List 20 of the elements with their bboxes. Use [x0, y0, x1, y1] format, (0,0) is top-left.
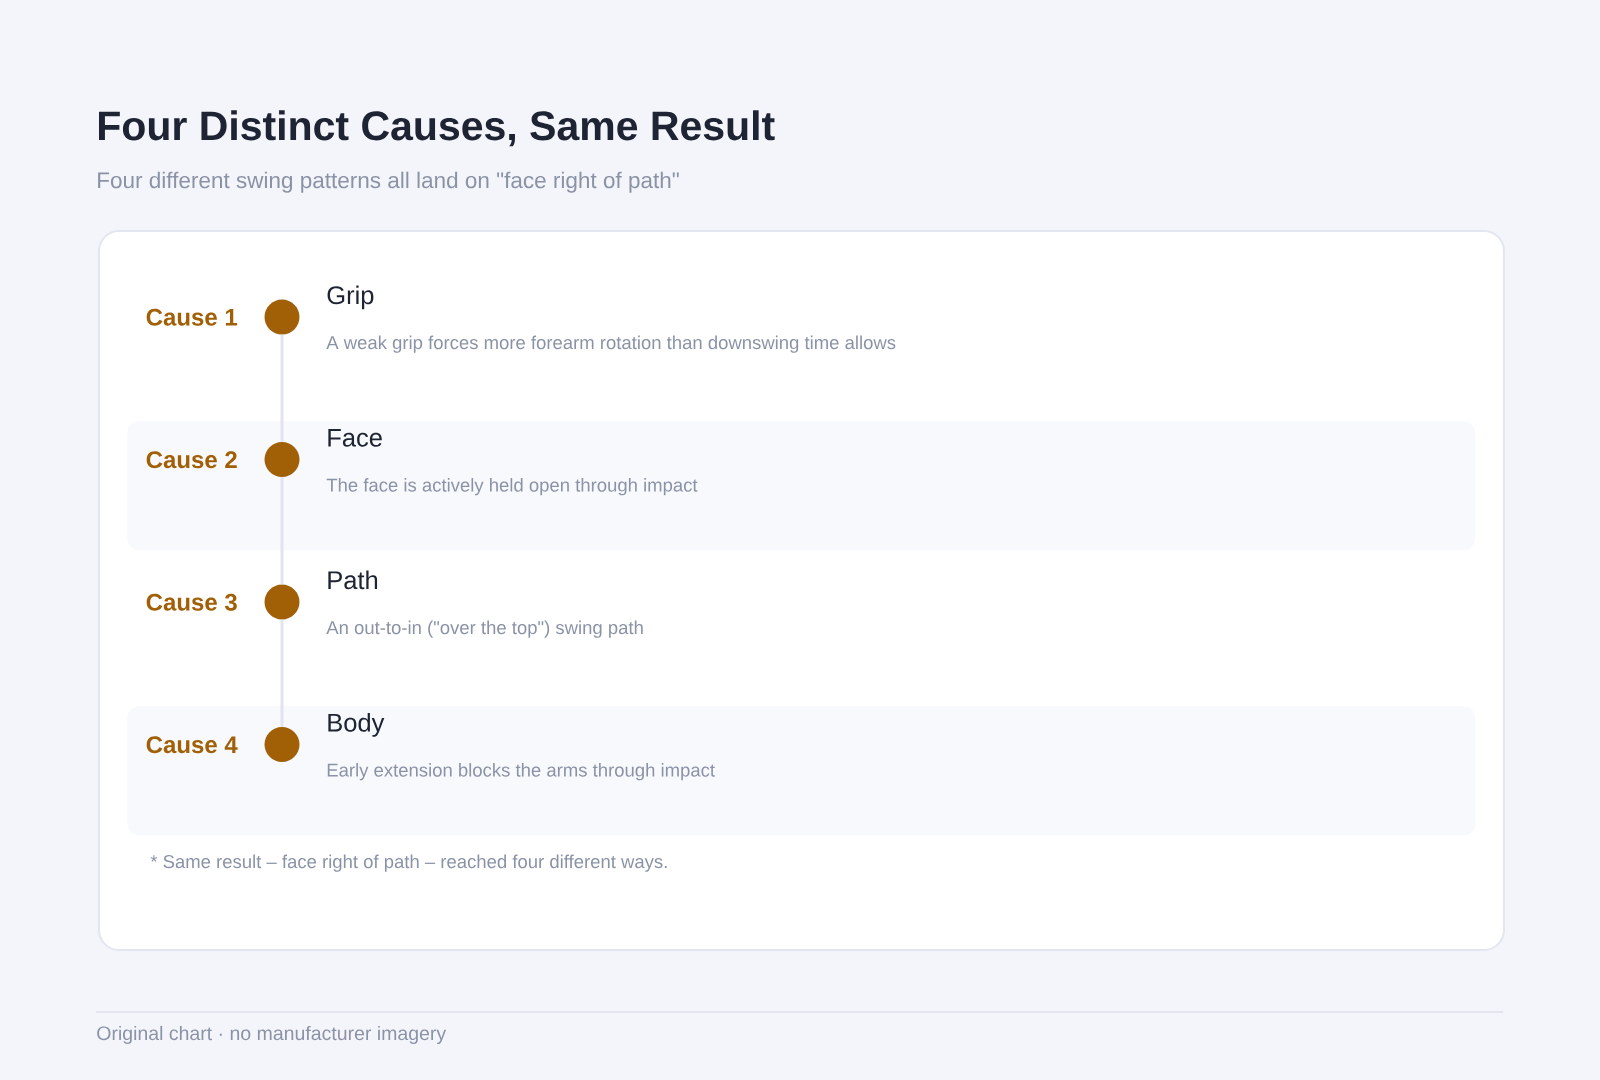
timeline-dot [264, 442, 300, 477]
title: Four Distinct Causes, Same Result [99, 110, 775, 147]
timeline-dot [264, 727, 300, 762]
footnote: * Same result – face right of path – reached four different ways. [150, 854, 667, 872]
row-heading: Face [328, 428, 382, 447]
cause-label: Cause 3 [146, 593, 237, 611]
subtitle: Four different swing patterns all land on "face right of path" [98, 171, 679, 193]
row-heading: Path [328, 570, 378, 590]
footer-note: Original chart · no manufacturer imagery [97, 1025, 447, 1045]
cause-label: Cause 4 [146, 736, 238, 754]
timeline-dot [264, 299, 300, 335]
row-description: The face is actively held open through impact [326, 478, 698, 496]
cause-label: Cause 1 [146, 308, 238, 326]
row-heading: Grip [327, 285, 374, 310]
timeline-dot [264, 584, 300, 620]
row-description: A weak grip forces more forearm rotation than downswing time allows [326, 335, 896, 353]
row-description: Early extension blocks the arms through impact [327, 763, 715, 781]
row-heading: Body [328, 713, 385, 737]
row-description: An out-to-in ("over the top") swing path [326, 620, 643, 638]
cause-label: Cause 2 [146, 451, 237, 469]
